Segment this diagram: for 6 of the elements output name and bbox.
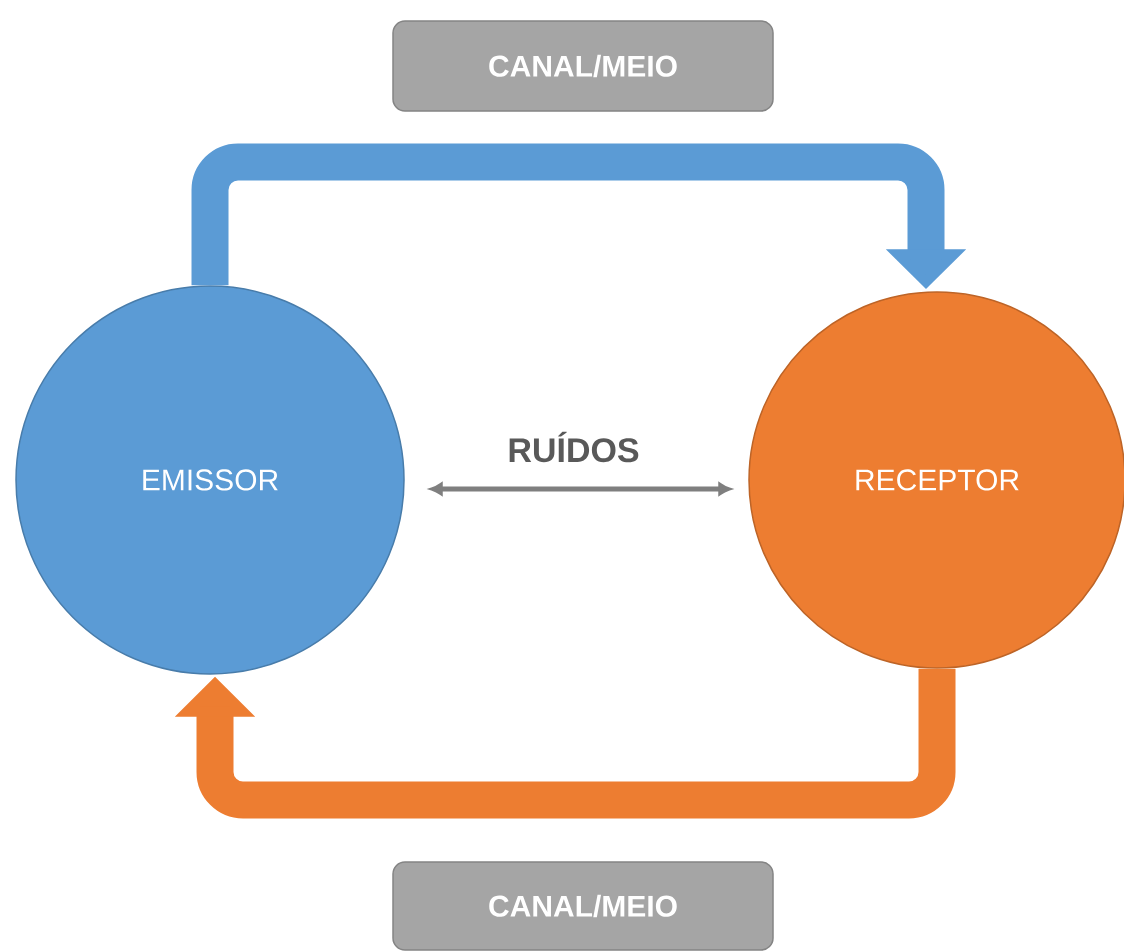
edge-label: RUÍDOS: [505, 429, 642, 465]
double-arrow: [430, 482, 731, 496]
circle-node: RECEPTOR: [748, 291, 1124, 669]
channel-box: CANAL/MEIO: [392, 861, 774, 951]
channel-box: CANAL/MEIO: [392, 20, 774, 112]
circle-node: EMISSOR: [15, 285, 405, 675]
